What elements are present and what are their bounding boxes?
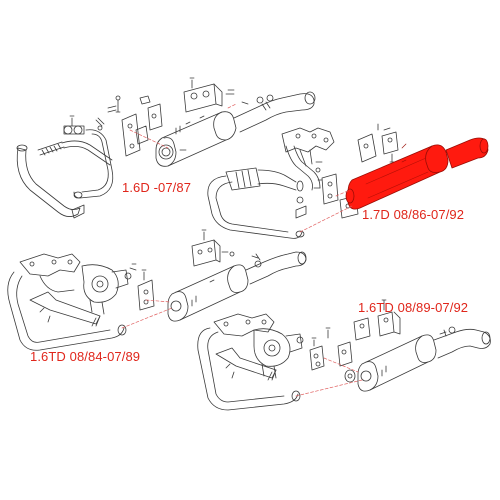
front-pipe-3 [207, 175, 303, 239]
leader-4 [295, 379, 363, 397]
variant-label-1-6d: 1.6D -07/87 [122, 180, 192, 195]
variant-label-1-7d: 1.7D 08/86-07/92 [362, 207, 465, 222]
bracket-5 [129, 263, 155, 311]
rear-silencer-1 [155, 111, 237, 167]
leader-1b [227, 103, 237, 109]
bracket-3 [313, 173, 339, 205]
leader-3 [121, 307, 173, 329]
front-pipe-2 [61, 140, 113, 161]
leader-3b [145, 299, 171, 303]
tailpipe-3 [229, 251, 307, 285]
hanger-bracket-1 [183, 77, 249, 113]
manifold-turbo-4 [213, 313, 304, 379]
leader-2b [335, 189, 351, 197]
rear-silencer-highlighted [345, 137, 489, 210]
bracket-6 [191, 229, 229, 267]
bracket-2 [139, 95, 163, 131]
assembly-1-6d [16, 77, 316, 219]
leader-4b [323, 357, 359, 373]
manifold-turbo-3 [19, 253, 132, 315]
clamp-group-2 [295, 161, 323, 219]
rear-silencer-3 [167, 264, 249, 322]
bracket-1 [107, 95, 149, 157]
bracket-7 [309, 327, 331, 371]
tailpipe-1 [233, 91, 316, 133]
clamp-group-1 [63, 115, 105, 135]
variant-label-1-6td-89: 1.6TD 08/89-07/92 [358, 300, 469, 315]
leader-1 [129, 129, 169, 149]
front-pipe-1 [16, 147, 81, 217]
rear-silencer-4 [344, 334, 437, 392]
tailpipe-4 [433, 326, 491, 359]
variant-label-1-6td-84: 1.6TD 08/84-07/89 [30, 349, 141, 364]
mid-pipe-1 [73, 129, 114, 199]
front-pipe-4 [7, 271, 125, 351]
assembly-1-7d [207, 123, 399, 239]
exhaust-manifold-2 [281, 127, 335, 191]
leader-2 [299, 205, 353, 233]
bracket-8 [337, 299, 401, 367]
bracket-4 [357, 123, 399, 163]
assembly-1-6td-89 [197, 299, 491, 411]
front-pipe-5 [197, 327, 299, 411]
assembly-1-6td-84 [7, 229, 307, 351]
